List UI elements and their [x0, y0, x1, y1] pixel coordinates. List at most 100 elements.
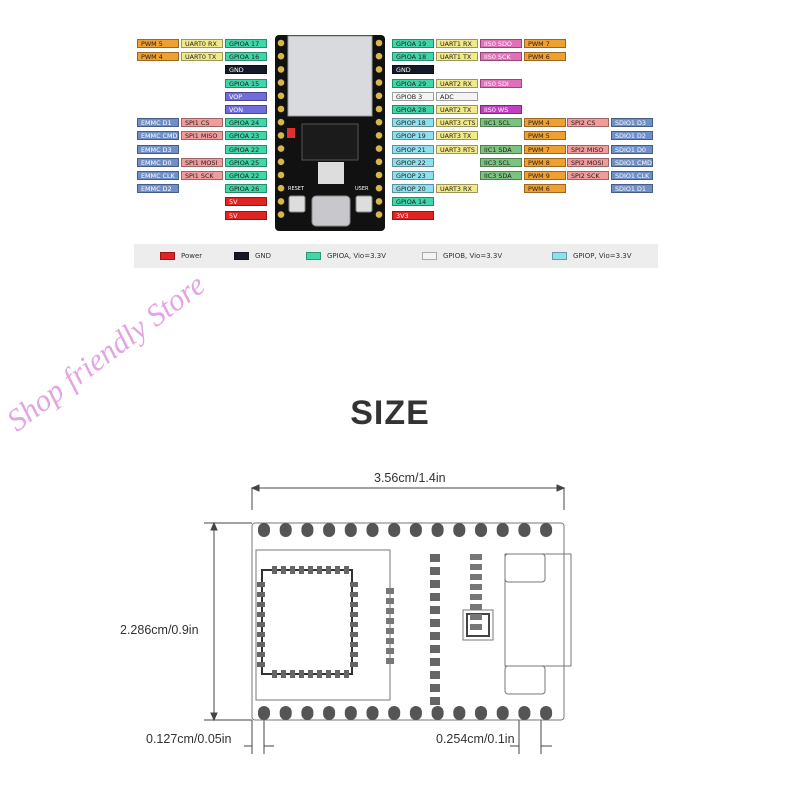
pin-label-right: UART3 TX [436, 131, 478, 141]
pin-label-left: EMMC D0 [137, 157, 179, 167]
chip-pad-bottom [344, 670, 349, 678]
pin-pad [277, 105, 285, 113]
edge-pad-top [301, 523, 314, 537]
chip-pad-bottom [290, 670, 295, 678]
pin-label-right: UART2 TX [436, 105, 478, 114]
dimension-drawing [204, 484, 572, 754]
edge-pad-bottom [518, 706, 531, 720]
chip-pad-right [350, 632, 358, 637]
pin-pad [277, 52, 285, 60]
pin-label-right: SDIO1 D2 [611, 131, 653, 141]
edge-pad-bottom [323, 706, 336, 720]
chip-pad-top [299, 566, 304, 574]
chip-pad-top [290, 566, 295, 574]
pin-label-right: IIC1 SDA [480, 144, 522, 154]
pin-pad [277, 145, 285, 152]
pin-label-right: GPIOA 14 [392, 197, 434, 207]
edge-pad-bottom [258, 706, 270, 720]
pin-pad [375, 145, 383, 152]
pin-label-right: SPI2 SCK [567, 171, 609, 180]
passive-component [386, 588, 394, 594]
passive-component [470, 624, 482, 630]
pin-label-left: PWM 4 [137, 52, 179, 62]
passive-component [430, 632, 440, 640]
pin-label-right: GPIOP 19 [392, 131, 434, 141]
pin-label-right: GPIOA 19 [392, 39, 434, 48]
chip-pad-top [317, 566, 322, 574]
reset-label: RESET [288, 186, 305, 192]
chip-pad-left [257, 582, 265, 587]
reset-button-outline [504, 553, 546, 583]
passive-component [470, 554, 482, 560]
passive-component [470, 574, 482, 580]
pin-label-left: PWM 5 [137, 39, 179, 48]
pin-label-right: SPI2 MISO [567, 144, 609, 154]
reset-button [288, 195, 306, 213]
pin-label-right: PWM 6 [524, 184, 566, 194]
pin-pad [375, 66, 383, 73]
board-top-view: RESET USER [275, 35, 385, 231]
legend-item-gpioa: GPIOA, Vio=3.3V [306, 252, 386, 260]
pin-label-right: IIS0 SDI [480, 78, 522, 88]
pin-label-right: GPIOA 18 [392, 52, 434, 62]
legend-item-power: Power [160, 252, 202, 260]
pin-label-left: GPIOA 17 [225, 39, 267, 48]
chip-pad-right [350, 602, 358, 607]
chip-pad-bottom [308, 670, 313, 678]
chip-pad-top [326, 566, 331, 574]
pin-label-right: PWM 5 [524, 131, 566, 141]
pin-label-right: IIC3 SCL [480, 157, 522, 167]
pin-label-right: SDIO1 D1 [611, 184, 653, 194]
edge-pad-top [409, 523, 422, 537]
passive-component [386, 608, 394, 614]
crystal [318, 162, 344, 184]
chip-pad-bottom [326, 670, 331, 678]
legend-swatch-gpiop [552, 252, 567, 260]
edge-pad-top [366, 523, 379, 537]
pin-label-right: GPIOP 20 [392, 184, 434, 194]
mcu-chip [301, 123, 359, 161]
edge-pad-top [344, 523, 357, 537]
pin-label-left: UART0 TX [181, 52, 223, 62]
pin-pad [277, 39, 285, 47]
pin-label-left: SPI1 SCK [181, 171, 223, 180]
chip-pad-left [257, 662, 265, 667]
pin-pad [375, 92, 383, 100]
passive-component [430, 645, 440, 653]
chip-pad-left [257, 592, 265, 597]
pin-label-right: PWM 7 [524, 39, 566, 48]
pin-label-right: IIS0 SCK [480, 52, 522, 62]
chip-pad-right [350, 642, 358, 647]
pin-label-right: PWM 7 [524, 144, 566, 154]
legend-label: GPIOP, Vio=3.3V [573, 252, 632, 260]
edge-pad-top [518, 523, 531, 537]
pin-label-left: 5V [225, 210, 267, 220]
pin-label-right: SDIO1 CMD [611, 157, 653, 167]
chip-pad-left [257, 612, 265, 617]
edge-pad-top [323, 523, 336, 537]
chip-pad-top [308, 566, 313, 574]
wifi-module-outline [255, 549, 391, 701]
pin-label-right: UART3 RTS [436, 144, 478, 154]
watermark: Shop friendly Store [0, 266, 212, 438]
pin-label-right: ADC [436, 91, 478, 101]
pin-label-right: SDIO1 D0 [611, 144, 653, 154]
edge-pad-bottom [409, 706, 422, 720]
passive-component [430, 606, 440, 614]
pin-pad [375, 132, 383, 139]
edge-pad-top [453, 523, 466, 537]
chip-pad-bottom [281, 670, 286, 678]
pin-label-right: UART3 CTS [436, 118, 478, 128]
pin-label-right: SDIO1 D3 [611, 118, 653, 128]
pin-pitch-label: 0.254cm/0.1in [436, 732, 515, 746]
passive-component [470, 594, 482, 600]
edge-pad-top [496, 523, 509, 537]
passive-component [430, 554, 440, 562]
pin-label-right: IIC3 SDA [480, 171, 522, 180]
user-label: USER [355, 186, 369, 192]
pin-pad [277, 66, 285, 73]
passive-component [386, 648, 394, 654]
pin-label-right: GPIOP 22 [392, 157, 434, 167]
pin-label-left: EMMC D3 [137, 144, 179, 154]
chip-pad-bottom [335, 670, 340, 678]
